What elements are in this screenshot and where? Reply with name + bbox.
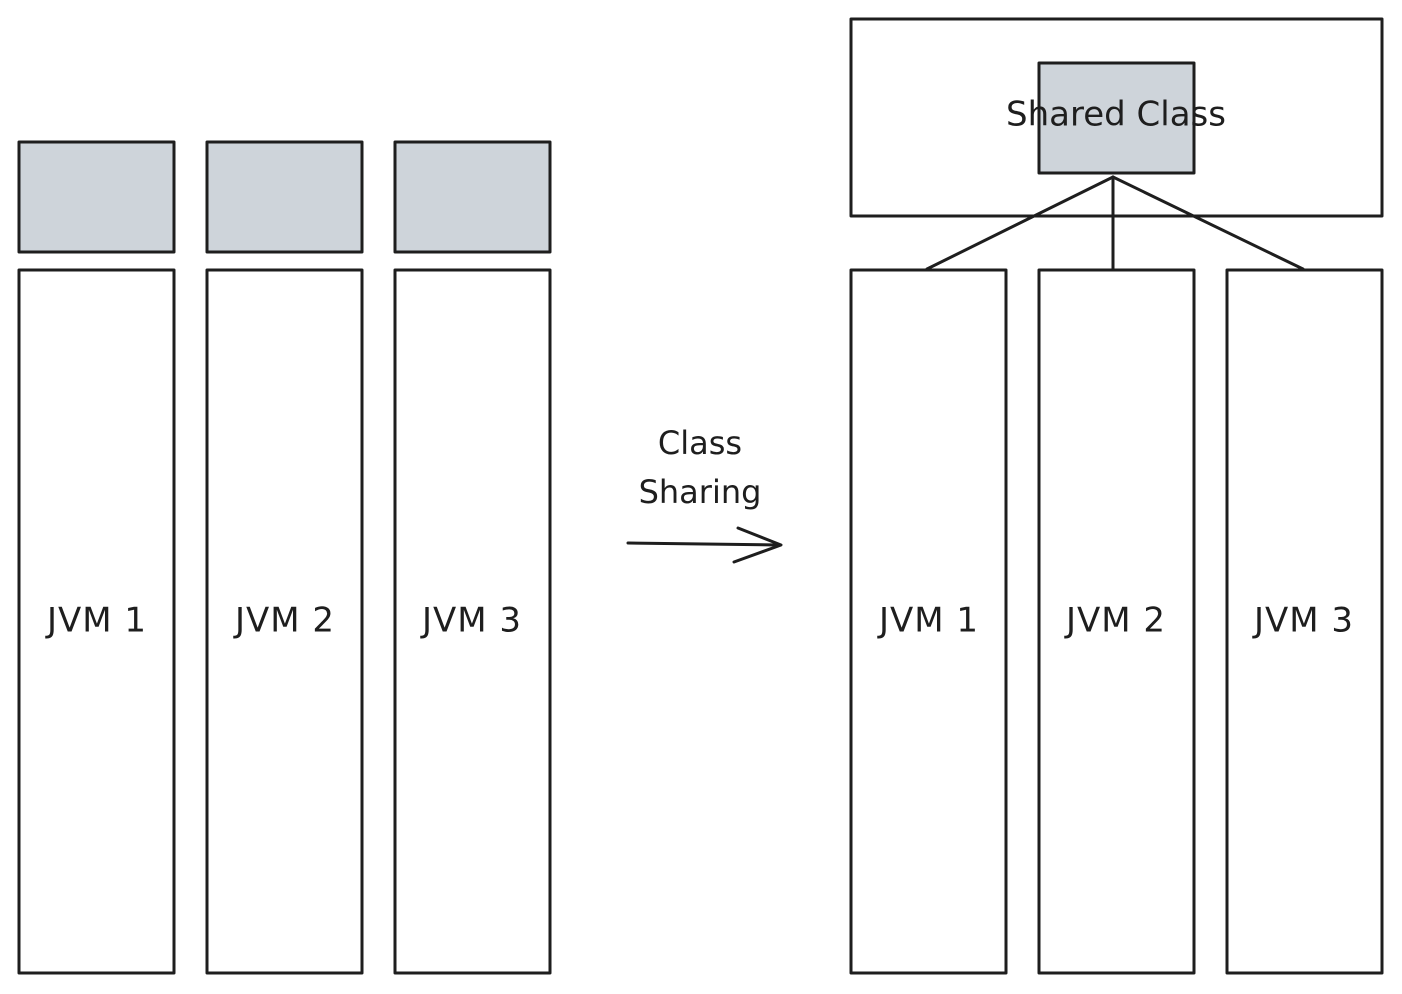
shared-class-block bbox=[1037, 61, 1196, 175]
connector-jvm1 bbox=[925, 175, 1115, 271]
after-jvm2-label: JVM 2 bbox=[1064, 601, 1166, 641]
before-jvm1-class-block bbox=[17, 140, 176, 254]
transition-label-line1: Class bbox=[658, 424, 742, 462]
before-jvm3-label: JVM 3 bbox=[420, 601, 522, 641]
shared-class-label: Shared Class bbox=[1006, 95, 1226, 135]
before-jvm3-box bbox=[393, 268, 552, 975]
after-jvm3-box bbox=[1225, 268, 1384, 975]
after-jvm1-box bbox=[849, 268, 1008, 975]
after-jvm3-label: JVM 3 bbox=[1252, 601, 1354, 641]
before-jvm2-label: JVM 2 bbox=[233, 601, 335, 641]
after-jvm1-label: JVM 1 bbox=[877, 601, 979, 641]
before-jvm1-box bbox=[17, 268, 176, 975]
before-group: JVM 1 JVM 2 JVM 3 bbox=[17, 140, 552, 975]
before-jvm3-class-block bbox=[393, 140, 552, 254]
transition-arrow bbox=[626, 541, 782, 547]
transition-group: Class Sharing bbox=[626, 424, 783, 564]
transition-arrowhead bbox=[732, 526, 783, 564]
before-jvm1-label: JVM 1 bbox=[45, 601, 147, 641]
before-jvm2-box bbox=[205, 268, 364, 975]
after-jvm2-box bbox=[1037, 268, 1196, 975]
before-jvm2-class-block bbox=[205, 140, 364, 254]
transition-label-line2: Sharing bbox=[639, 473, 762, 511]
after-group: Shared Class JVM 1 JVM 2 JVM 3 bbox=[849, 17, 1384, 975]
connector-jvm3 bbox=[1111, 175, 1305, 271]
